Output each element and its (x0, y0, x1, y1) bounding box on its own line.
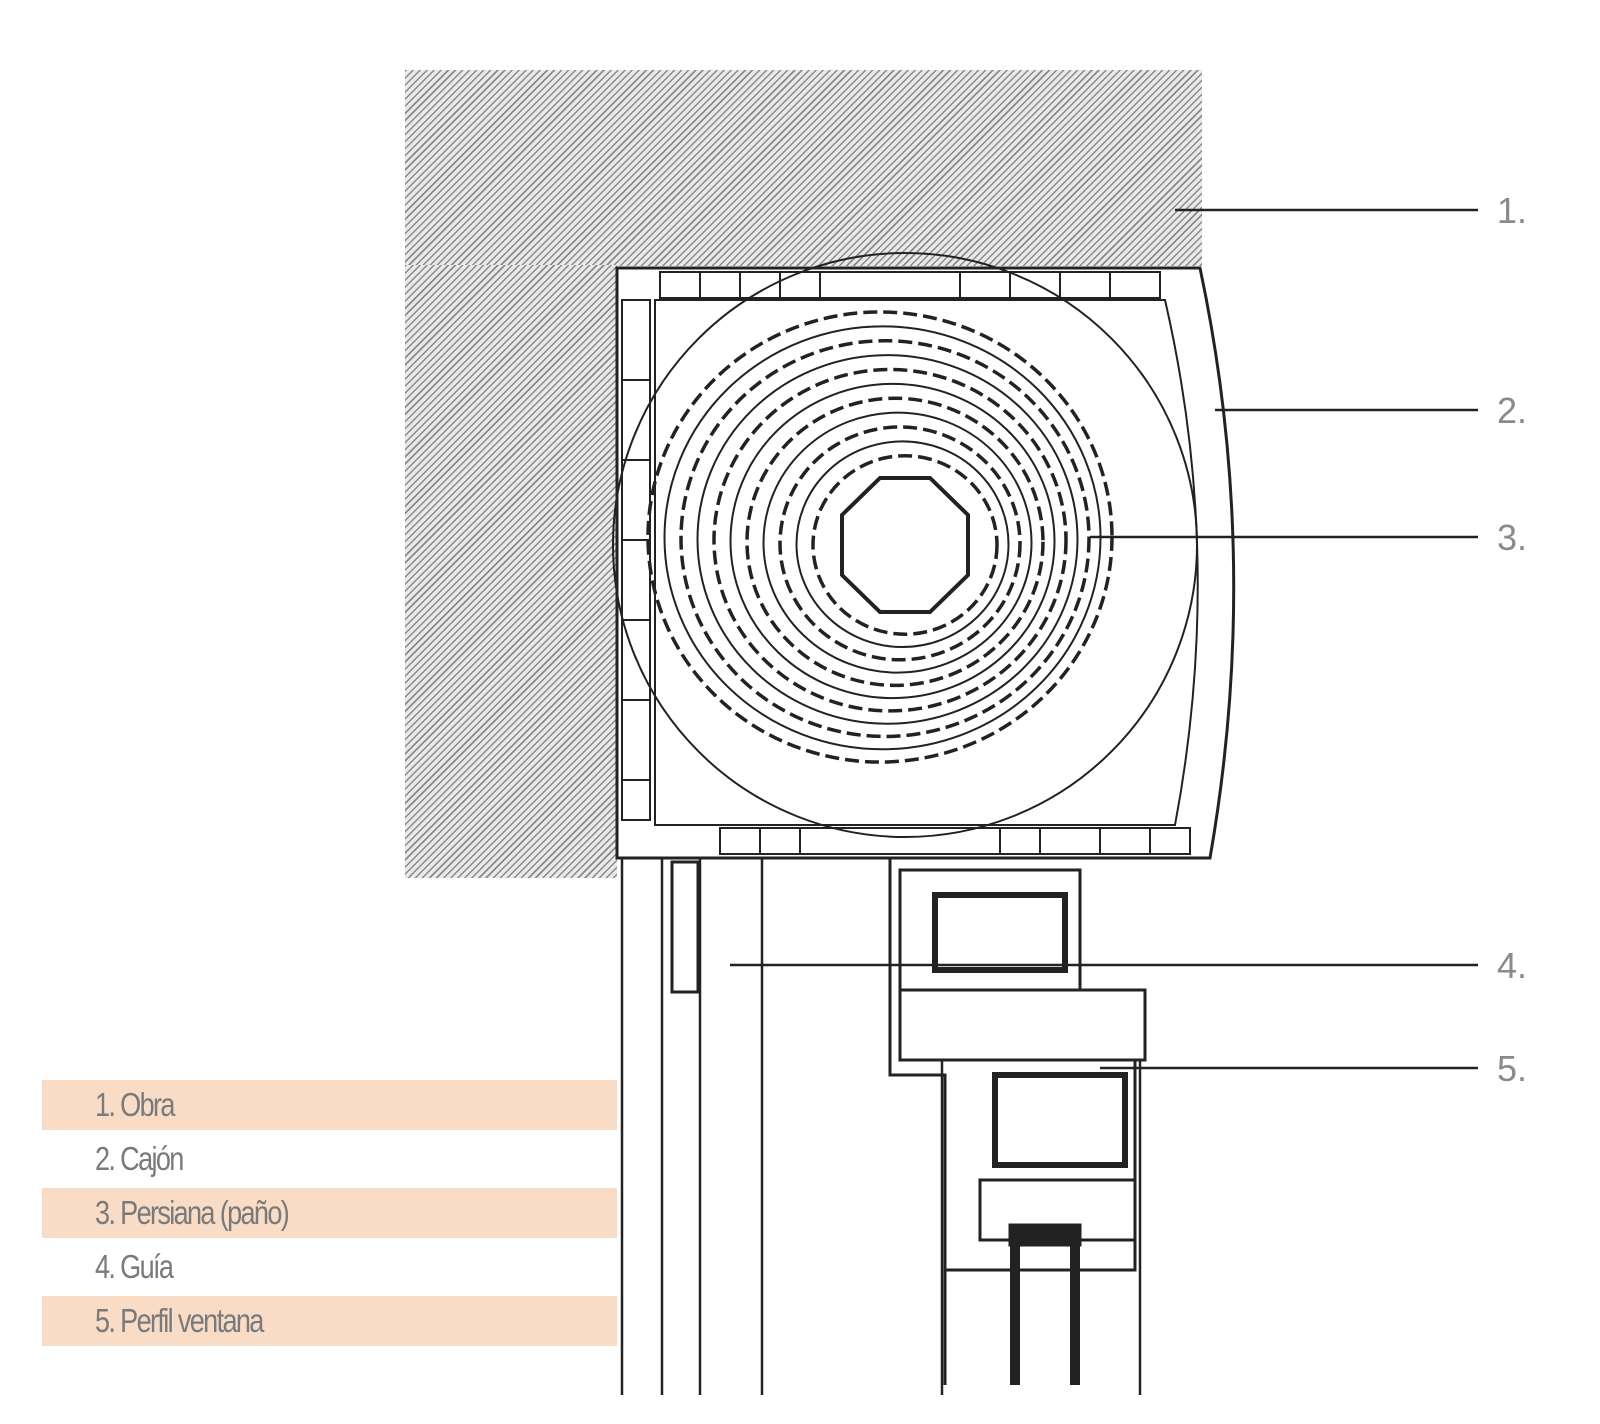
shutter-slat-ring (762, 411, 1033, 674)
box-left-chambers (621, 299, 651, 821)
shutter-slat-ring (679, 338, 1091, 739)
shutter-slat-ring (729, 382, 1056, 700)
legend-item-obra: 1. Obra (95, 1086, 175, 1123)
box-inner (654, 299, 1199, 826)
shutter-slat-ring (712, 367, 1068, 713)
shutter-slat-ring (745, 396, 1045, 688)
legend-band (42, 1188, 617, 1238)
shutter-slat-ring (795, 440, 1010, 649)
window-profile (888, 858, 1147, 1385)
wall-hatch-top (405, 70, 1202, 266)
callout-1: 1. (1497, 190, 1528, 231)
legend-band (42, 1080, 617, 1130)
box-top-chambers (659, 271, 1161, 299)
vertical-lines (620, 858, 1142, 1395)
leader-lines (730, 208, 1478, 1070)
wall-hatch-left (405, 265, 617, 878)
legend-item-guia: 4. Guía (95, 1248, 174, 1285)
legend-item-cajon: 2. Cajón (95, 1140, 184, 1177)
callout-5: 5. (1497, 1048, 1528, 1089)
callout-2: 2. (1497, 390, 1528, 431)
shutter-slat-ring (778, 425, 1022, 662)
shutter-slat-ring (811, 454, 999, 636)
callout-3: 3. (1497, 517, 1528, 558)
max-roll-arc (612, 252, 1198, 838)
axle-octagon (840, 476, 970, 614)
callout-4: 4. (1497, 945, 1528, 986)
legend-item-persiana: 3. Persiana (paño) (95, 1194, 290, 1231)
shutter-slat-ring (696, 354, 1079, 725)
guide-rail (670, 860, 700, 994)
legend-item-perfil: 5. Perfil ventana (95, 1302, 264, 1339)
legend-band (42, 1296, 617, 1346)
